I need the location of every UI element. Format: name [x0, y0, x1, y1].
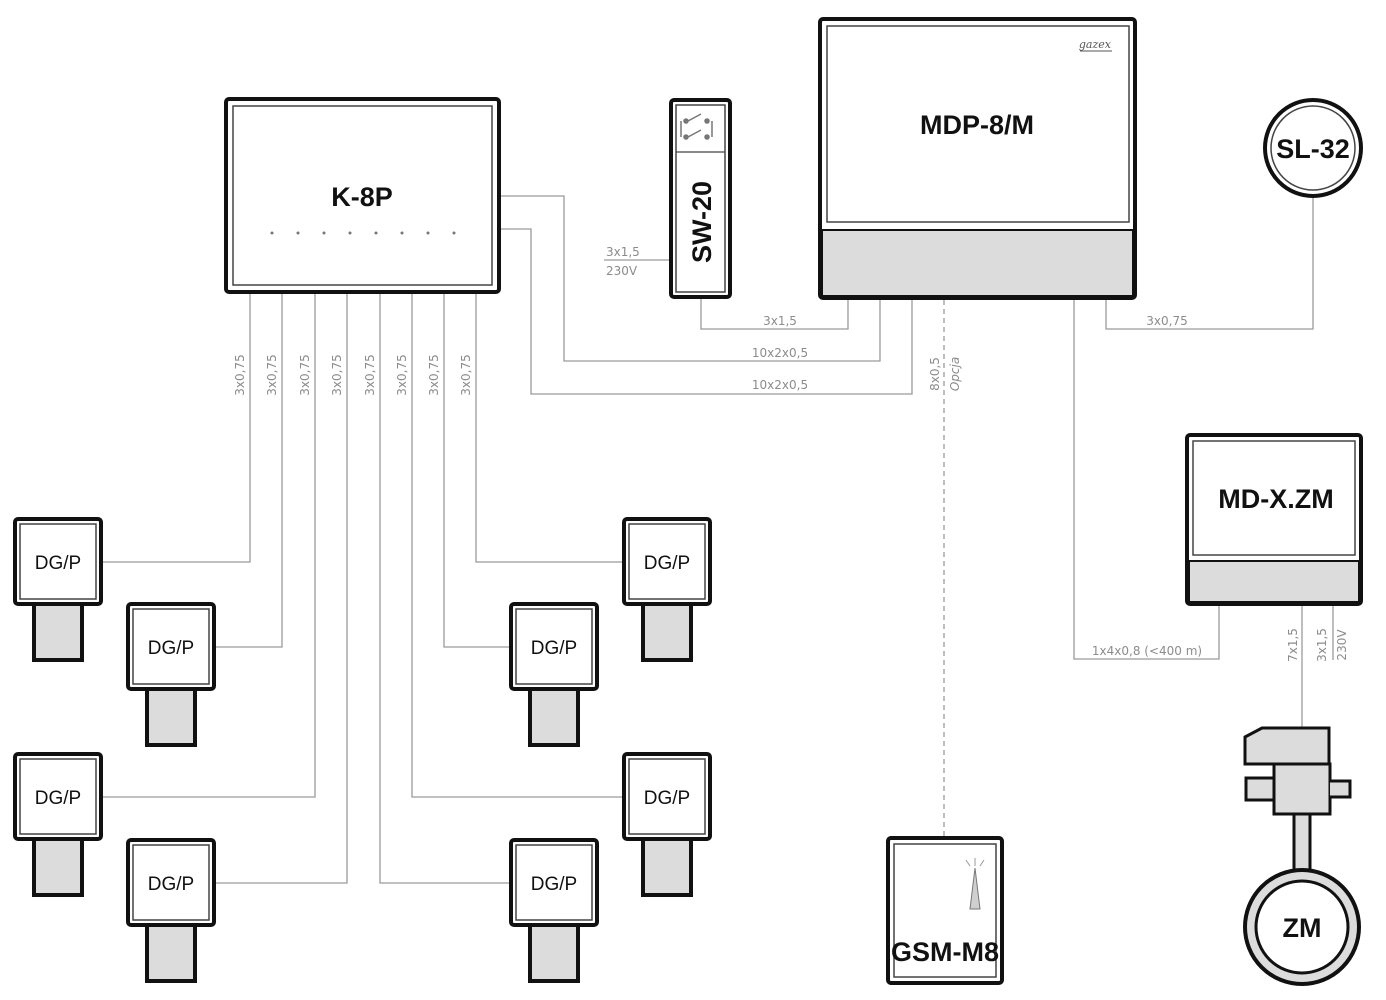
- sl32-signaller: SL-32: [1263, 98, 1363, 198]
- detector-2: DG/P: [126, 602, 216, 747]
- wire-detector-5: [379, 294, 512, 884]
- wire-sw20-mdp: [700, 298, 849, 330]
- cable-label-detector-7: 3x0,75: [427, 354, 441, 395]
- cable-label-detector-6: 3x0,75: [395, 354, 409, 395]
- cable-label-detector-4: 3x0,75: [330, 354, 344, 395]
- detector-8: DG/P: [622, 517, 712, 662]
- k8p-controller: K-8P: [224, 97, 501, 294]
- cable-label-mdp-mdx: 1x4x0,8 (<400 m): [1092, 644, 1202, 658]
- zm-label: ZM: [1283, 913, 1322, 943]
- detector-1: DG/P: [13, 517, 103, 662]
- cable-label-mdp-sl32: 3x0,75: [1146, 314, 1187, 328]
- wire-detector-4: [216, 294, 348, 884]
- antenna-icon: [965, 858, 985, 910]
- detector-4: DG/P: [126, 838, 216, 983]
- wire-k8p-mdp-1: [500, 195, 881, 362]
- detector-8-label: DG/P: [644, 553, 690, 574]
- wire-detector-7: [443, 294, 512, 648]
- cable-label-detector-1: 3x0,75: [233, 354, 247, 395]
- detector-7-label: DG/P: [531, 638, 577, 659]
- cable-label-gsm-bottom: Opcja: [948, 357, 962, 391]
- detector-3: DG/P: [13, 752, 103, 897]
- brand-logo: gazex: [1079, 38, 1112, 51]
- detector-6-label: DG/P: [644, 788, 690, 809]
- wire-mdp-mdx: [1073, 300, 1220, 660]
- detector-2-label: DG/P: [148, 638, 194, 659]
- mdp-central-unit: MDP-8/M gazex: [818, 17, 1137, 300]
- wire-detector-2: [216, 294, 283, 648]
- gsm-label: GSM-M8: [891, 937, 999, 967]
- cable-label-sw-mdp: 3x1,5: [763, 314, 797, 328]
- cable-labels: 3x0,75 3x0,75 3x0,75 3x0,75 3x0,75 3x0,7…: [233, 245, 1349, 662]
- cable-label-detector-2: 3x0,75: [265, 354, 279, 395]
- detector-5: DG/P: [509, 838, 599, 983]
- detector-6: DG/P: [622, 752, 712, 897]
- wires: [103, 195, 1334, 884]
- switch-icon: [680, 113, 713, 140]
- wire-mdp-sl32: [1105, 197, 1314, 330]
- cable-label-zm-power-bottom: 230V: [1335, 629, 1349, 661]
- cable-label-sw-power-top: 3x1,5: [606, 245, 640, 259]
- gsm-module: GSM-M8: [886, 836, 1004, 985]
- detector-7: DG/P: [509, 602, 599, 747]
- k8p-label: K-8P: [331, 182, 393, 212]
- cable-label-zm: 7x1,5: [1286, 628, 1300, 662]
- detector-3-label: DG/P: [35, 788, 81, 809]
- cable-label-k8p-mdp-2: 10x2x0,5: [752, 378, 808, 392]
- wire-k8p-mdp-2: [500, 228, 913, 395]
- cable-label-sw-power-bottom: 230V: [606, 264, 638, 278]
- detector-4-label: DG/P: [148, 874, 194, 895]
- wire-detector-8: [475, 294, 625, 563]
- sw20-label: SW-20: [687, 181, 717, 263]
- mdxzm-module: MD-X.ZM: [1185, 433, 1363, 606]
- wire-detector-1: [103, 294, 251, 563]
- cable-label-gsm-top: 8x0,5: [928, 357, 942, 391]
- cable-label-detector-3: 3x0,75: [298, 354, 312, 395]
- cable-label-zm-power-top: 3x1,5: [1315, 628, 1329, 662]
- wire-detector-3: [103, 294, 316, 798]
- mdp-label: MDP-8/M: [920, 110, 1034, 140]
- sw20-switch: SW-20: [669, 98, 732, 299]
- wire-detector-6: [411, 294, 625, 798]
- mdxzm-label: MD-X.ZM: [1218, 484, 1333, 514]
- cable-label-k8p-mdp-1: 10x2x0,5: [752, 346, 808, 360]
- k8p-indicator-dots: [270, 231, 456, 235]
- sl32-label: SL-32: [1276, 134, 1350, 164]
- detector-5-label: DG/P: [531, 874, 577, 895]
- detector-1-label: DG/P: [35, 553, 81, 574]
- cable-label-detector-8: 3x0,75: [459, 354, 473, 395]
- zm-valve: ZM: [1243, 726, 1361, 986]
- cable-label-detector-5: 3x0,75: [363, 354, 377, 395]
